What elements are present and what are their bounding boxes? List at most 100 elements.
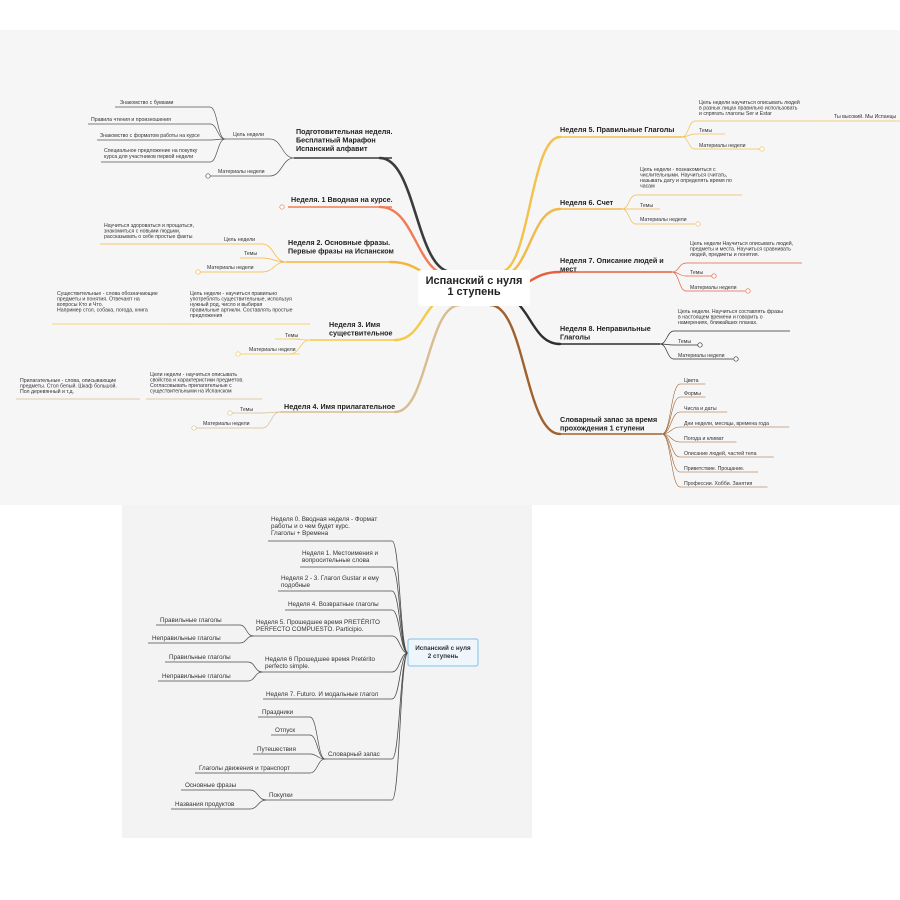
w8-topics[interactable]: Темы	[678, 339, 691, 345]
w5-collapse-icon[interactable]	[759, 146, 765, 152]
w4-title[interactable]: Неделя 4. Имя прилагательное	[284, 402, 395, 411]
w6-materials[interactable]: Материалы недели	[640, 217, 687, 223]
w7-goal-text[interactable]: Цель недели Научиться описывать людей,пр…	[690, 240, 793, 258]
map2-branch-connector	[391, 609, 409, 654]
map2-child-connector	[309, 753, 326, 760]
vocab-item-3[interactable]: Числа и даты	[684, 406, 717, 412]
map2-w6-child-1[interactable]: Неправильные глаголы	[162, 673, 231, 680]
vocab-connector	[661, 396, 681, 435]
w4-materials[interactable]: Материалы недели	[203, 421, 250, 427]
w0-goal-1[interactable]: Знакомство с буквами	[120, 100, 174, 106]
vocab-item-7[interactable]: Приветствие. Прощание.	[684, 466, 744, 472]
w2-goal-text[interactable]: Научиться здороваться и прощаться,знаком…	[104, 223, 194, 240]
map2-branch-7[interactable]: Словарный запас	[328, 750, 380, 758]
w7-materials[interactable]: Материалы недели	[690, 285, 737, 291]
w3-collapse-icon[interactable]	[235, 351, 241, 357]
w7-topics[interactable]: Темы	[690, 270, 703, 276]
center-node-1[interactable]	[418, 270, 530, 306]
map2-w5-child-0[interactable]: Правильные глаголы	[160, 617, 222, 624]
w0-materials[interactable]: Материалы недели	[218, 169, 265, 175]
w5-topics[interactable]: Темы	[699, 128, 712, 134]
w6-topics[interactable]: Темы	[640, 203, 653, 209]
w0-title[interactable]: Подготовительная неделя.Бесплатный Мараф…	[296, 127, 392, 153]
vocab-item-2[interactable]: Формы	[684, 391, 701, 397]
w4-collapse-icon[interactable]	[191, 425, 197, 431]
w8-topics-collapse-icon[interactable]	[697, 342, 703, 348]
w2-collapse-icon[interactable]	[195, 269, 201, 275]
w5-side-note[interactable]: Ты высокий. Мы Испанцы	[834, 113, 896, 120]
map2-branch-connector	[391, 652, 409, 801]
map2-branch-3[interactable]: Неделя 4. Возвратные глаголы	[288, 601, 379, 608]
w4-topics[interactable]: Темы	[240, 407, 253, 413]
w2-materials[interactable]: Материалы недели	[207, 265, 254, 271]
connector	[671, 271, 687, 292]
connector	[659, 330, 675, 345]
w2-goal-label[interactable]: Цель недели	[224, 237, 255, 243]
w8-materials[interactable]: Материалы недели	[678, 353, 725, 359]
w0-collapse-icon[interactable]	[205, 173, 211, 179]
w7-collapse-icon[interactable]	[745, 288, 751, 294]
map2-vocab-child-3[interactable]: Глаголы движения и транспорт	[199, 765, 290, 772]
w0-goal-label[interactable]: Цель недели	[233, 132, 264, 138]
map2-child-connector	[309, 758, 326, 774]
map2-vocab-child-0[interactable]: Праздники	[262, 709, 294, 716]
w5-title[interactable]: Неделя 5. Правильные Глаголы	[560, 125, 674, 134]
map2-child-connector	[247, 661, 263, 673]
map2-shop-child-1[interactable]: Названия продуктов	[175, 801, 235, 808]
vocab-item-8[interactable]: Профессии. Хобби. Занятия	[684, 481, 752, 487]
w1-title[interactable]: Неделя. 1 Вводная на курсе.	[291, 195, 393, 204]
map2-child-connector	[249, 799, 267, 810]
map2-vocab-child-1[interactable]: Отпуск	[275, 727, 295, 734]
w7-topics-collapse-icon[interactable]	[711, 273, 717, 279]
map2-vocab-child-2[interactable]: Путешествия	[257, 746, 296, 753]
vocab-item-6[interactable]: Описание людей, частей тела	[684, 450, 757, 457]
w2-topics[interactable]: Темы	[244, 251, 257, 257]
w6-title[interactable]: Неделя 6. Счет	[560, 198, 614, 207]
w3-materials[interactable]: Материалы недели	[249, 347, 296, 353]
map2-w5-child-1[interactable]: Неправильные глаголы	[152, 635, 221, 642]
connector	[209, 138, 226, 141]
w4-topics-collapse-icon[interactable]	[227, 410, 233, 416]
vocab-connector	[661, 383, 681, 435]
center-node-2[interactable]	[407, 638, 479, 667]
connector	[269, 138, 295, 159]
w1-collapse-icon[interactable]	[279, 204, 285, 210]
vocab-item-1[interactable]: Цвета	[684, 378, 699, 384]
connector	[209, 106, 226, 140]
w3-topics[interactable]: Темы	[285, 333, 298, 339]
branch-w0	[378, 156, 454, 274]
vocab-item-4[interactable]: Дни недели, месяцы, времена года	[684, 421, 769, 427]
map2-shop-child-0[interactable]: Основные фразы	[185, 782, 237, 789]
w2-title[interactable]: Неделя 2. Основные фразы.Первые фразы на…	[288, 238, 394, 256]
map2-w6-child-0[interactable]: Правильные глаголы	[169, 654, 231, 661]
w5-materials[interactable]: Материалы недели	[699, 143, 746, 149]
map2-branch-6[interactable]: Неделя 7. Futuro. И модальные глагол	[266, 691, 379, 698]
map2-branch-8[interactable]: Покупки	[269, 792, 293, 799]
w8-collapse-icon[interactable]	[733, 356, 739, 362]
w6-collapse-icon[interactable]	[695, 221, 701, 227]
map2-branch-connector	[391, 566, 409, 654]
connector	[209, 138, 226, 163]
w0-goal-2[interactable]: Правила чтения и произношения	[91, 117, 171, 123]
w0-goal-3[interactable]: Знакомство с форматом работы на курсе	[100, 133, 200, 139]
vocab-item-5[interactable]: Погода и климат	[684, 436, 724, 442]
